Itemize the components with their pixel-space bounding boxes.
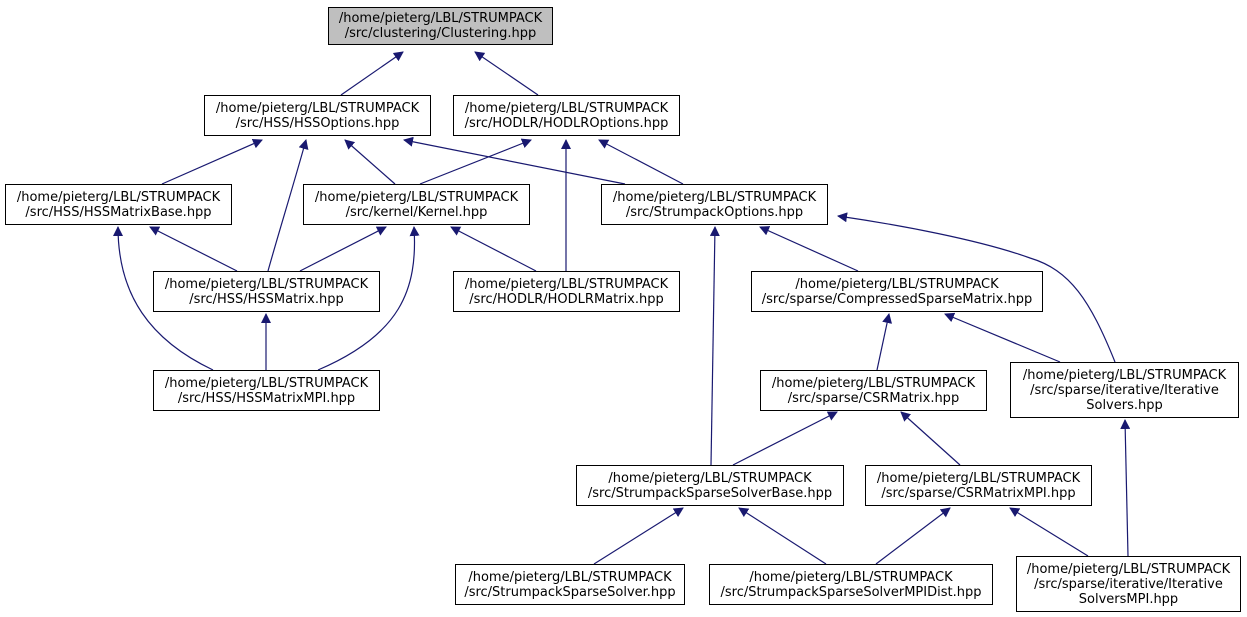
node-line: /home/pieterg/LBL/STRUMPACK (795, 276, 999, 292)
node-kernel[interactable]: /home/pieterg/LBL/STRUMPACK /src/kernel/… (303, 184, 530, 225)
node-compressedsparsematrix[interactable]: /home/pieterg/LBL/STRUMPACK /src/sparse/… (751, 271, 1043, 312)
edge-csrmatrixmpi-to-csrmatrix (900, 411, 961, 466)
node-line: /src/HODLR/HODLROptions.hpp (464, 115, 669, 131)
edge-csrmatrix-to-compressedsparse (876, 313, 893, 371)
node-hssmatrix[interactable]: /home/pieterg/LBL/STRUMPACK /src/HSS/HSS… (153, 271, 380, 312)
edge-hodlrmatrix-to-kernel (450, 226, 537, 272)
node-line: /src/HSS/HSSOptions.hpp (235, 115, 400, 131)
node-line: /src/clustering/Clustering.hpp (344, 26, 537, 41)
node-line: /src/HSS/HSSMatrix.hpp (189, 291, 344, 307)
node-line: /home/pieterg/LBL/STRUMPACK (749, 569, 953, 585)
node-hssmatrixbase[interactable]: /home/pieterg/LBL/STRUMPACK /src/HSS/HSS… (5, 184, 232, 225)
node-line: /src/kernel/Kernel.hpp (345, 204, 488, 220)
node-strumpacksparsesolverbase[interactable]: /home/pieterg/LBL/STRUMPACK /src/Strumpa… (576, 465, 844, 506)
node-line: /home/pieterg/LBL/STRUMPACK (464, 100, 669, 116)
node-line: /home/pieterg/LBL/STRUMPACK (464, 276, 669, 292)
node-line: /src/sparse/iterative/Iterative (1034, 576, 1223, 592)
node-line: /src/sparse/CompressedSparseMatrix.hpp (761, 291, 1033, 307)
edge-sparsesolver-to-sparsesolverbase (593, 507, 684, 565)
node-line: /home/pieterg/LBL/STRUMPACK (468, 569, 672, 585)
node-line: /src/StrumpackSparseSolverMPIDist.hpp (720, 584, 982, 600)
node-csrmatrixmpi[interactable]: /home/pieterg/LBL/STRUMPACK /src/sparse/… (865, 465, 1092, 506)
node-line: /home/pieterg/LBL/STRUMPACK (1022, 367, 1227, 383)
node-strumpacksparsesolver[interactable]: /home/pieterg/LBL/STRUMPACK /src/Strumpa… (455, 564, 685, 605)
edge-sparsesolverbase-to-strumpackoptions (709, 226, 720, 466)
edge-hssmatrix-to-hssmatrixbase (149, 226, 238, 272)
edge-hssmatrix-to-kernel (299, 226, 387, 272)
node-line: /home/pieterg/LBL/STRUMPACK (771, 375, 976, 391)
edge-hssmatrixmpi-to-hssmatrixbase (113, 226, 214, 371)
node-hodlroptions[interactable]: /home/pieterg/LBL/STRUMPACK /src/HODLR/H… (453, 95, 680, 136)
node-line: SolversMPI.hpp (1078, 591, 1179, 607)
edge-iterativesolversmpi-to-iterativesolvers (1120, 419, 1131, 557)
edge-sparsesolverbase-to-csrmatrix (732, 411, 838, 466)
node-hssmatrixmpi[interactable]: /home/pieterg/LBL/STRUMPACK /src/HSS/HSS… (153, 370, 380, 411)
node-line: /src/HSS/HSSMatrixMPI.hpp (177, 390, 356, 406)
node-line: /src/StrumpackOptions.hpp (625, 204, 804, 220)
edge-hodlroptions-to-clustering (474, 51, 539, 96)
node-line: /home/pieterg/LBL/STRUMPACK (164, 276, 369, 292)
node-line: /home/pieterg/LBL/STRUMPACK (16, 189, 221, 205)
node-iterativesolversmpi[interactable]: /home/pieterg/LBL/STRUMPACK /src/sparse/… (1016, 556, 1241, 612)
edge-iterativesolversmpi-to-csrmatrixmpi (1009, 507, 1089, 557)
edge-sparsesolvermpidist-to-sparsesolverbase (738, 507, 827, 565)
node-line: /home/pieterg/LBL/STRUMPACK (1026, 561, 1231, 577)
edge-iterativesolvers-to-compressedsparse (944, 312, 1061, 363)
node-hodlrmatrix[interactable]: /home/pieterg/LBL/STRUMPACK /src/HODLR/H… (453, 271, 680, 312)
node-strumpacksparsesolvermpidist[interactable]: /home/pieterg/LBL/STRUMPACK /src/Strumpa… (709, 564, 993, 605)
node-line: /src/sparse/iterative/Iterative (1030, 382, 1219, 398)
node-line: /src/StrumpackSparseSolver.hpp (464, 584, 676, 600)
node-line: /home/pieterg/LBL/STRUMPACK (612, 189, 817, 205)
node-line: /home/pieterg/LBL/STRUMPACK (338, 11, 543, 26)
node-line: /home/pieterg/LBL/STRUMPACK (876, 470, 1081, 486)
node-iterativesolvers[interactable]: /home/pieterg/LBL/STRUMPACK /src/sparse/… (1010, 362, 1239, 418)
node-line: /src/StrumpackSparseSolverBase.hpp (587, 485, 833, 501)
edge-hssmatrixmpi-to-kernel (317, 226, 420, 371)
node-line: /home/pieterg/LBL/STRUMPACK (314, 189, 519, 205)
edge-hssmatrix-to-hssoptions (267, 139, 309, 272)
node-line: /src/HODLR/HODLRMatrix.hpp (469, 291, 664, 307)
edge-strumpackoptions-to-hssoptions (403, 136, 626, 185)
node-line: /home/pieterg/LBL/STRUMPACK (215, 100, 420, 116)
node-line: /home/pieterg/LBL/STRUMPACK (164, 375, 369, 391)
edge-compressedsparse-to-strumpackoptions (759, 226, 859, 272)
node-line: /src/HSS/HSSMatrixBase.hpp (25, 204, 212, 220)
node-line: /src/sparse/CSRMatrixMPI.hpp (881, 485, 1076, 501)
edge-hssmatrixbase-to-hssoptions (161, 139, 263, 185)
edge-kernel-to-hssoptions (344, 139, 396, 185)
edge-iterativesolvers-to-strumpackoptions (837, 212, 1116, 363)
node-clustering: /home/pieterg/LBL/STRUMPACK /src/cluster… (328, 7, 553, 45)
edge-kernel-to-hodlroptions (419, 138, 532, 185)
edge-strumpackoptions-to-hodlroptions (598, 139, 684, 185)
node-line: /src/sparse/CSRMatrix.hpp (787, 390, 960, 406)
node-strumpackoptions[interactable]: /home/pieterg/LBL/STRUMPACK /src/Strumpa… (601, 184, 828, 225)
node-line: /home/pieterg/LBL/STRUMPACK (608, 470, 812, 486)
edge-sparsesolvermpidist-to-csrmatrixmpi (875, 507, 951, 565)
edge-hssoptions-to-clustering (340, 51, 404, 96)
node-csrmatrix[interactable]: /home/pieterg/LBL/STRUMPACK /src/sparse/… (760, 370, 987, 411)
node-line: Solvers.hpp (1086, 397, 1163, 413)
node-hssoptions[interactable]: /home/pieterg/LBL/STRUMPACK /src/HSS/HSS… (204, 95, 431, 136)
